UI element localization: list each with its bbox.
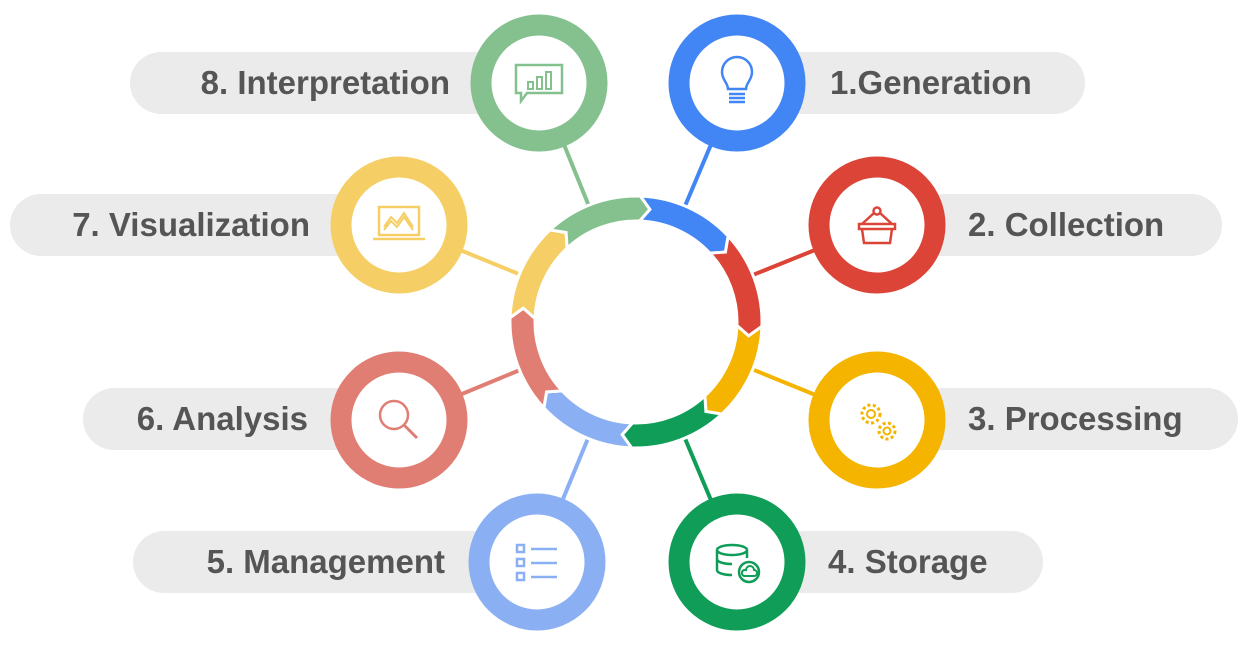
stage-node-2 [808,156,946,294]
stage-label-7: 7. Visualization [72,206,310,243]
stage-label-2: 2. Collection [968,206,1165,243]
stage-label-1: 1.Generation [830,64,1032,101]
stage-node-5 [468,493,606,631]
magnifier-icon [378,399,419,440]
stage-label-3: 3. Processing [968,400,1183,437]
stage-node-4 [668,493,806,631]
checklist-icon [515,543,557,582]
gears-icon [860,403,897,441]
stage-label-6: 6. Analysis [136,400,308,437]
laptop-chart-icon [373,205,425,241]
stage-node-8 [470,14,608,152]
ring-backdrop [509,195,763,449]
stage-ring-8 [470,14,608,152]
stage-ring-1 [668,14,806,152]
basket-icon [857,206,897,245]
database-cloud-icon [715,543,761,584]
stage-label-8: 8. Interpretation [200,64,450,101]
lightbulb-icon [720,55,754,104]
stage-node-6 [330,351,468,489]
stage-ring-4 [668,493,806,631]
stage-node-1 [668,14,806,152]
stage-label-4: 4. Storage [828,543,988,580]
stage-ring-6 [330,351,468,489]
bar-chart-bubble-icon [514,63,564,105]
ring-arrow-segment-8 [546,194,652,252]
stage-node-3 [808,351,946,489]
stage-node-7 [330,156,468,294]
stage-label-5: 5. Management [206,543,445,580]
